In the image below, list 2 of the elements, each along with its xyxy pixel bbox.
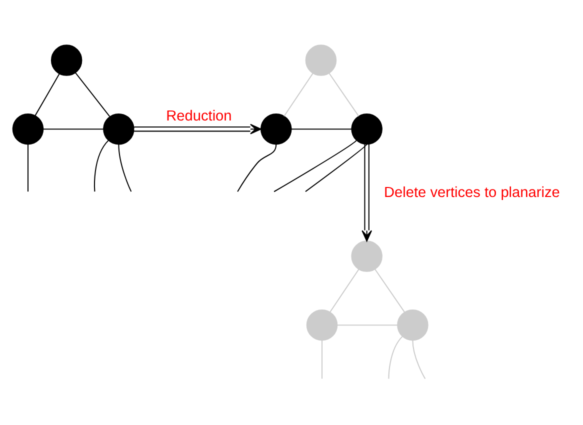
edge-label: Reduction: [166, 108, 232, 124]
edge-label: Delete vertices to planarize: [384, 185, 560, 202]
